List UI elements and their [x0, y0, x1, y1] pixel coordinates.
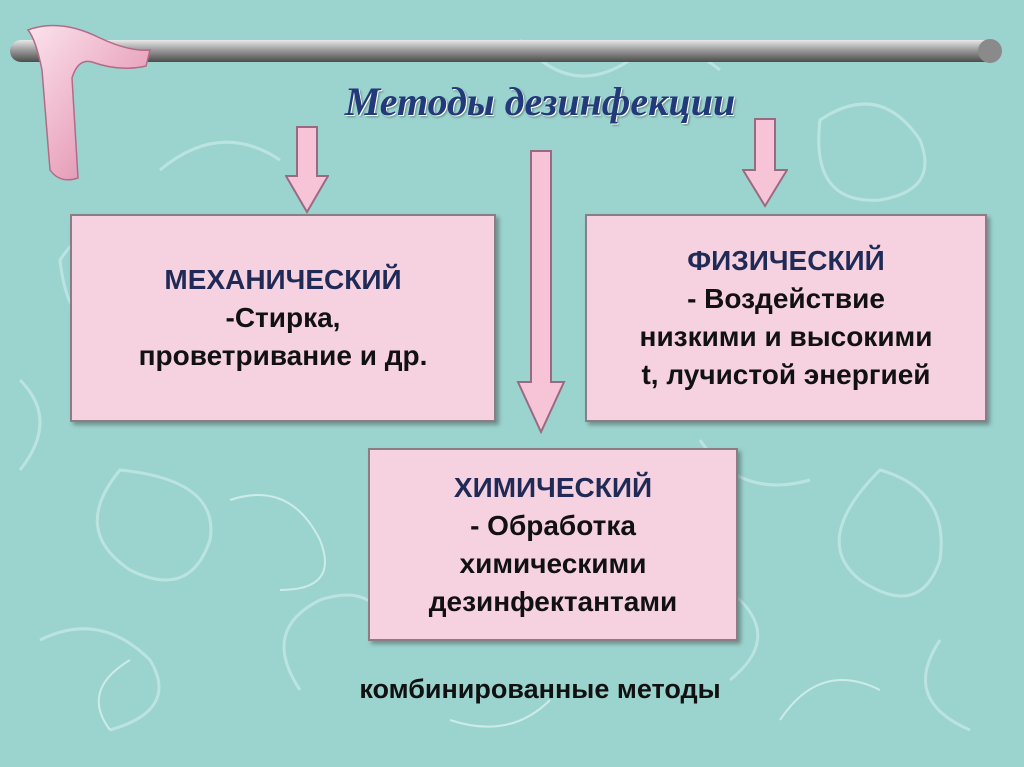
header-rail-decoration: [10, 24, 1002, 181]
page-title: Методы дезинфекции: [344, 79, 736, 124]
mechanical-line-2: проветривание и др.: [138, 340, 428, 371]
physical-heading: ФИЗИЧЕСКИЙ: [687, 245, 885, 276]
physical-method-box: ФИЗИЧЕСКИЙ - Воздействие низкими и высок…: [585, 214, 987, 422]
physical-line-3: t, лучистой энергией: [641, 359, 931, 390]
mechanical-line-1: -Стирка,: [225, 302, 341, 333]
chemical-line-3: дезинфектантами: [428, 585, 678, 617]
mechanical-method-box: МЕХАНИЧЕСКИЙ -Стирка, проветривание и др…: [70, 214, 496, 422]
arrow-to-chemical: [516, 150, 566, 434]
physical-line-2: низкими и высокими: [639, 321, 933, 352]
chemical-line-2: химическими: [459, 547, 647, 579]
chemical-line-1: - Обработка: [470, 509, 636, 541]
physical-line-1: - Воздействие: [687, 283, 885, 314]
chemical-method-box: ХИМИЧЕСКИЙ - Обработка химическими дезин…: [368, 448, 738, 641]
arrow-to-mechanical: [285, 126, 329, 214]
arrow-to-physical: [742, 118, 788, 208]
combined-methods-label: комбинированные методы: [359, 674, 721, 704]
chemical-heading: ХИМИЧЕСКИЙ: [453, 471, 653, 503]
mechanical-heading: МЕХАНИЧЕСКИЙ: [164, 264, 402, 295]
